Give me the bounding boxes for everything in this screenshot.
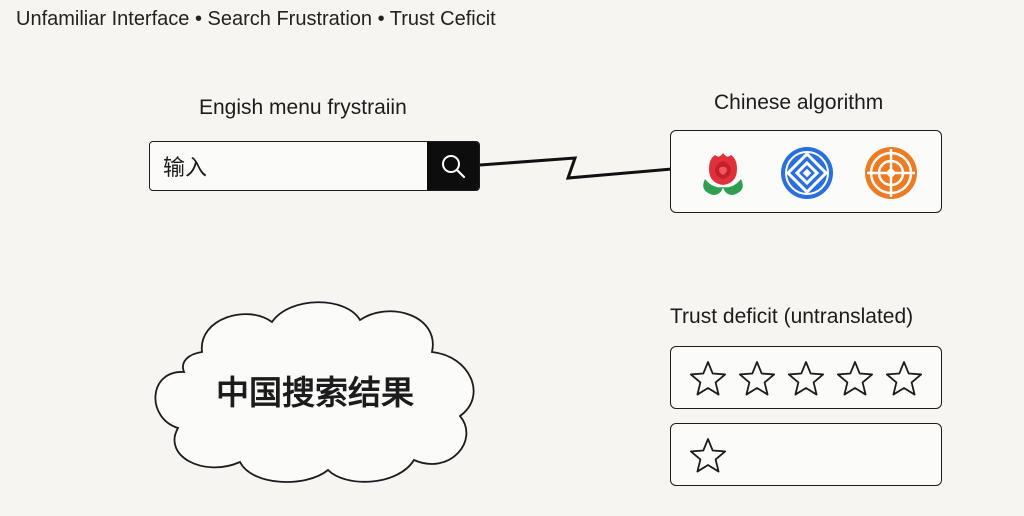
algorithm-section-label: Chinese algorithm bbox=[714, 91, 884, 114]
search-bar bbox=[149, 141, 480, 191]
rose-logo-icon bbox=[703, 153, 743, 195]
cloud-text: 中国搜索结果 bbox=[216, 373, 414, 412]
cloud-shape bbox=[154, 301, 475, 483]
search-section-label: Engish menu frystraiin bbox=[199, 96, 407, 119]
search-input[interactable] bbox=[150, 142, 428, 190]
broken-connector-line bbox=[479, 156, 673, 180]
star-icon bbox=[689, 438, 727, 473]
blue-diamond-logo-icon bbox=[781, 147, 833, 199]
search-icon bbox=[442, 155, 466, 179]
star-icon bbox=[738, 361, 776, 396]
star-icon bbox=[787, 361, 825, 396]
rating-row bbox=[670, 423, 942, 486]
trust-section-label: Trust deficit (untranslated) bbox=[670, 305, 914, 328]
star-icon bbox=[836, 361, 874, 396]
search-button[interactable] bbox=[427, 142, 479, 190]
algorithm-logos-panel bbox=[670, 130, 942, 213]
page-title: Unfamiliar Interface • Search Frustratio… bbox=[16, 8, 496, 30]
star-icon bbox=[885, 361, 923, 396]
orange-crosshair-logo-icon bbox=[865, 147, 917, 199]
rating-row bbox=[670, 346, 942, 409]
star-icon bbox=[689, 361, 727, 396]
